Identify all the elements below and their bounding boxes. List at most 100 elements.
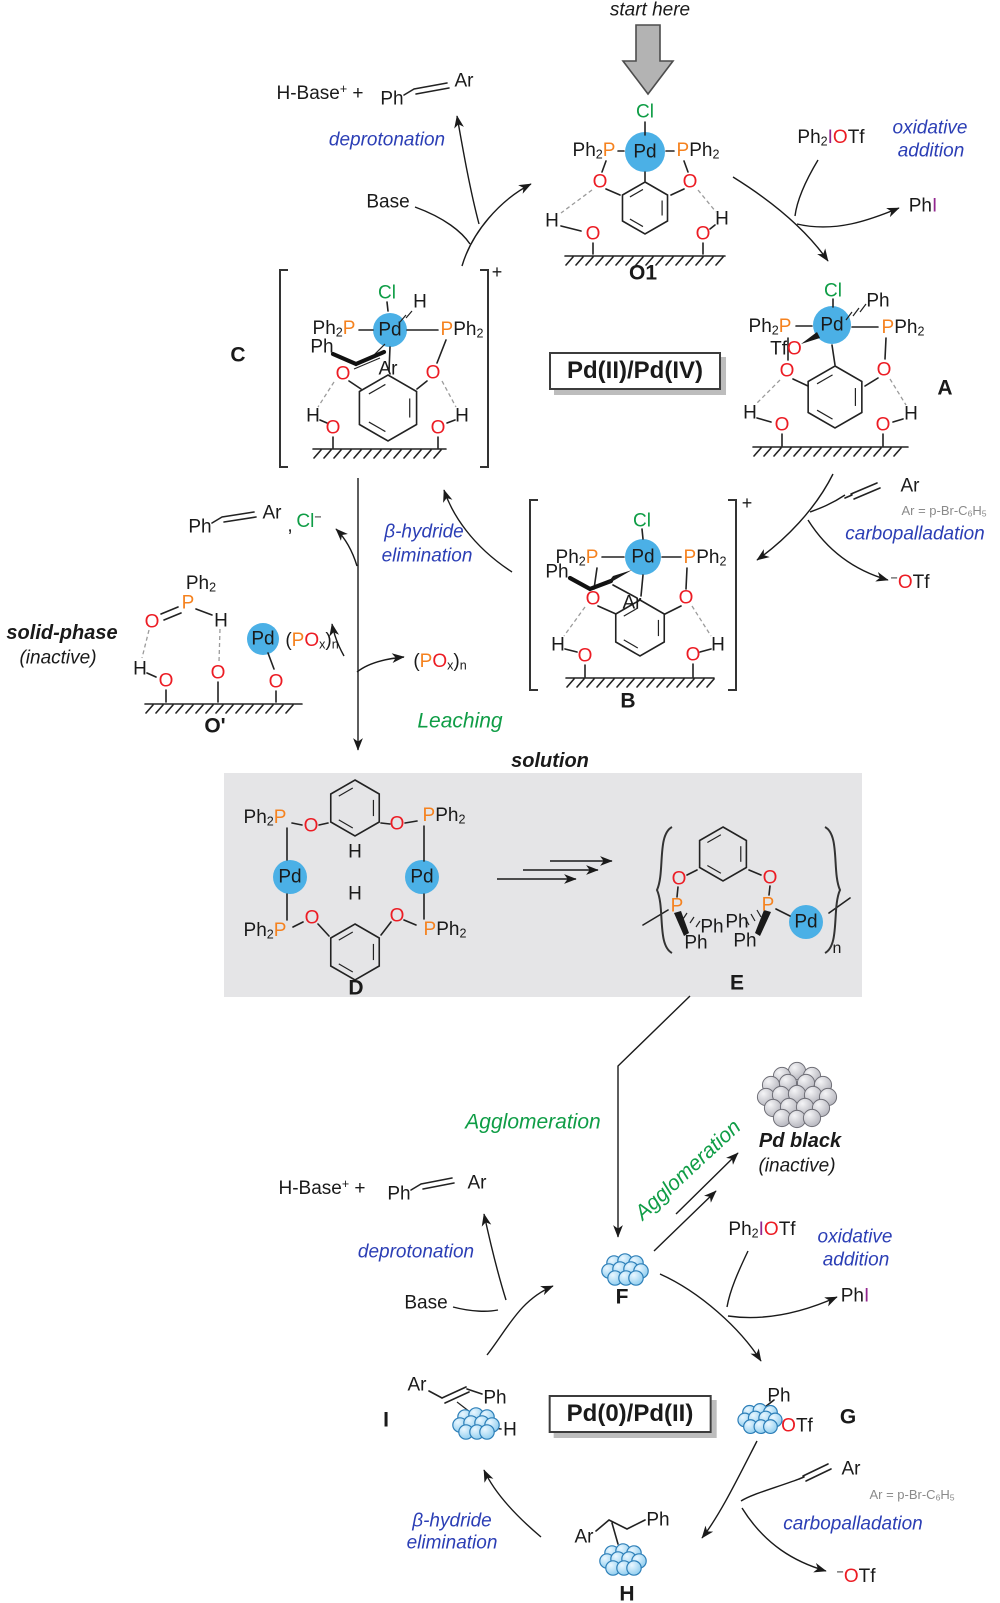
bottom-cycle-arrows	[410, 995, 838, 1573]
a-p-right: PPh2	[882, 318, 925, 338]
d-p-tr: PPh2	[423, 806, 466, 826]
e-ph-r2: Ph	[733, 932, 756, 951]
op-h: H	[214, 612, 228, 631]
ar-def-bot-text2: H	[940, 1486, 950, 1502]
ph2iotf-top-text1: 2	[820, 134, 828, 149]
structure-d-bonds	[286, 820, 425, 937]
d-p-br-text2: 2	[459, 926, 467, 941]
a-label-text0: A	[937, 376, 953, 400]
ph-bot: Ph	[387, 1185, 410, 1204]
pox-free-text4: )	[453, 650, 460, 672]
e-o-left: O	[672, 870, 687, 889]
b-h-left-text0: H	[551, 634, 565, 656]
h-ph-text0: Ph	[646, 1509, 670, 1531]
c-o-surf-right: O	[431, 419, 446, 438]
b-p-right: PPh2	[684, 548, 727, 568]
b-o-surf-right-text0: O	[685, 644, 701, 666]
ph2iotf-bot-text0: Ph	[728, 1218, 752, 1240]
ar-def-bot: Ar = p-Br-C6H5	[869, 1488, 954, 1502]
c-o-surf-right-text0: O	[430, 417, 446, 439]
o1-h-right-text0: H	[715, 208, 729, 230]
pd24-box: Pd(II)/Pd(IV)	[549, 352, 721, 390]
b-h-left: H	[551, 636, 565, 655]
op-o-dbl: O	[145, 613, 160, 632]
c-pd-text0: Pd	[378, 319, 402, 341]
ph2iotf-top-text2: I	[827, 126, 833, 148]
f-label: F	[616, 1287, 629, 1308]
d-pd-right-text0: Pd	[410, 866, 434, 888]
c-o-right-text0: O	[425, 362, 441, 384]
a-p-right-text2: 2	[917, 324, 925, 339]
d-o-tl: O	[304, 817, 319, 836]
start-here-arrow	[621, 24, 675, 96]
e-p-right-text0: P	[761, 894, 775, 916]
pd0-box: Pd(0)/Pd(II)	[548, 1395, 712, 1433]
op-o2-text0: O	[210, 662, 226, 684]
oxidative-top: oxidative	[893, 119, 968, 138]
i-label-text0: I	[383, 1408, 389, 1432]
e-p-right: P	[762, 896, 775, 915]
ar-def-top-text0: Ar = p-Br-C	[901, 502, 968, 518]
d-pd-left: Pd	[278, 868, 301, 887]
e-p-left-text0: P	[670, 895, 684, 917]
c-h-right: H	[455, 407, 469, 426]
o1-o-right: O	[683, 173, 698, 192]
a-tfo-text0: Tf	[770, 338, 788, 360]
oxidative-bot: oxidative	[818, 1228, 893, 1247]
vinyl-ar-a-text0: Ar	[900, 475, 920, 497]
c-p-right-text1: Ph	[453, 318, 477, 340]
solid-phase-label: solid-phase	[6, 623, 117, 643]
o1-o-surf-right-text0: O	[695, 223, 711, 245]
c-h-right-text0: H	[455, 405, 469, 427]
op-pox-text2: O	[304, 629, 320, 651]
b-ph-text0: Ph	[545, 561, 569, 583]
start-here-label: start here	[610, 1, 690, 20]
op-h2-text0: H	[133, 658, 147, 680]
structure-o1-bonds	[560, 121, 717, 255]
ph2iotf-bot-text1: 2	[751, 1226, 759, 1241]
ph-top: Ph	[380, 90, 403, 109]
leaching-arrows	[329, 478, 405, 751]
elimination-bot: elimination	[407, 1534, 498, 1553]
op-label: O'	[204, 716, 225, 737]
a-o-surf-left-text0: O	[774, 414, 790, 436]
beta-hydride-top-text0: β-hydride	[384, 521, 464, 543]
mid-ar: Ar	[263, 504, 282, 523]
otf-top: −OTf	[891, 572, 930, 592]
hbase-bot-text0: H-Base	[278, 1178, 342, 1200]
g-label: G	[840, 1407, 856, 1428]
generated-graphics	[144, 181, 909, 1576]
b-p-left: Ph2P	[556, 548, 599, 568]
i-ph-text0: Ph	[483, 1387, 507, 1409]
phi-top-text1: I	[931, 195, 938, 217]
elimination-top-text0: elimination	[381, 545, 473, 567]
mid-comma: ,	[287, 517, 292, 536]
o1-h-left: H	[545, 212, 559, 231]
a-p-left-text0: Ph	[748, 315, 772, 337]
beta-hydride-bot: β-hydride	[412, 1512, 492, 1531]
d-p-tl-text1: 2	[266, 814, 274, 829]
e-o-right-text0: O	[762, 867, 778, 889]
pd24-box-text0: Pd(II)/Pd(IV)	[567, 357, 703, 384]
c-o-surf-left: O	[326, 419, 341, 438]
c-p-left-text1: 2	[335, 325, 343, 340]
d-h-bot-text0: H	[348, 883, 362, 905]
hbase-bot-text2: +	[349, 1178, 366, 1200]
elimination-top: elimination	[382, 547, 473, 566]
e-n-text0: n	[832, 940, 842, 957]
o1-o-right-text0: O	[682, 171, 698, 193]
leaching-label-text0: Leaching	[417, 709, 503, 733]
e-ph-r2-text0: Ph	[733, 930, 757, 952]
addition-top: addition	[898, 142, 965, 161]
b-o-left: O	[586, 590, 601, 609]
o1-p-right: PPh2	[677, 141, 720, 161]
d-p-tl-text2: P	[273, 806, 287, 828]
mid-left-product	[211, 511, 358, 567]
c-plus-text0: +	[491, 262, 503, 282]
mid-cl: Cl−	[296, 511, 321, 531]
a-cl: Cl	[824, 282, 842, 301]
b-p-left-text2: P	[585, 546, 599, 568]
carbopalladation-bot: carbopalladation	[783, 1515, 922, 1534]
